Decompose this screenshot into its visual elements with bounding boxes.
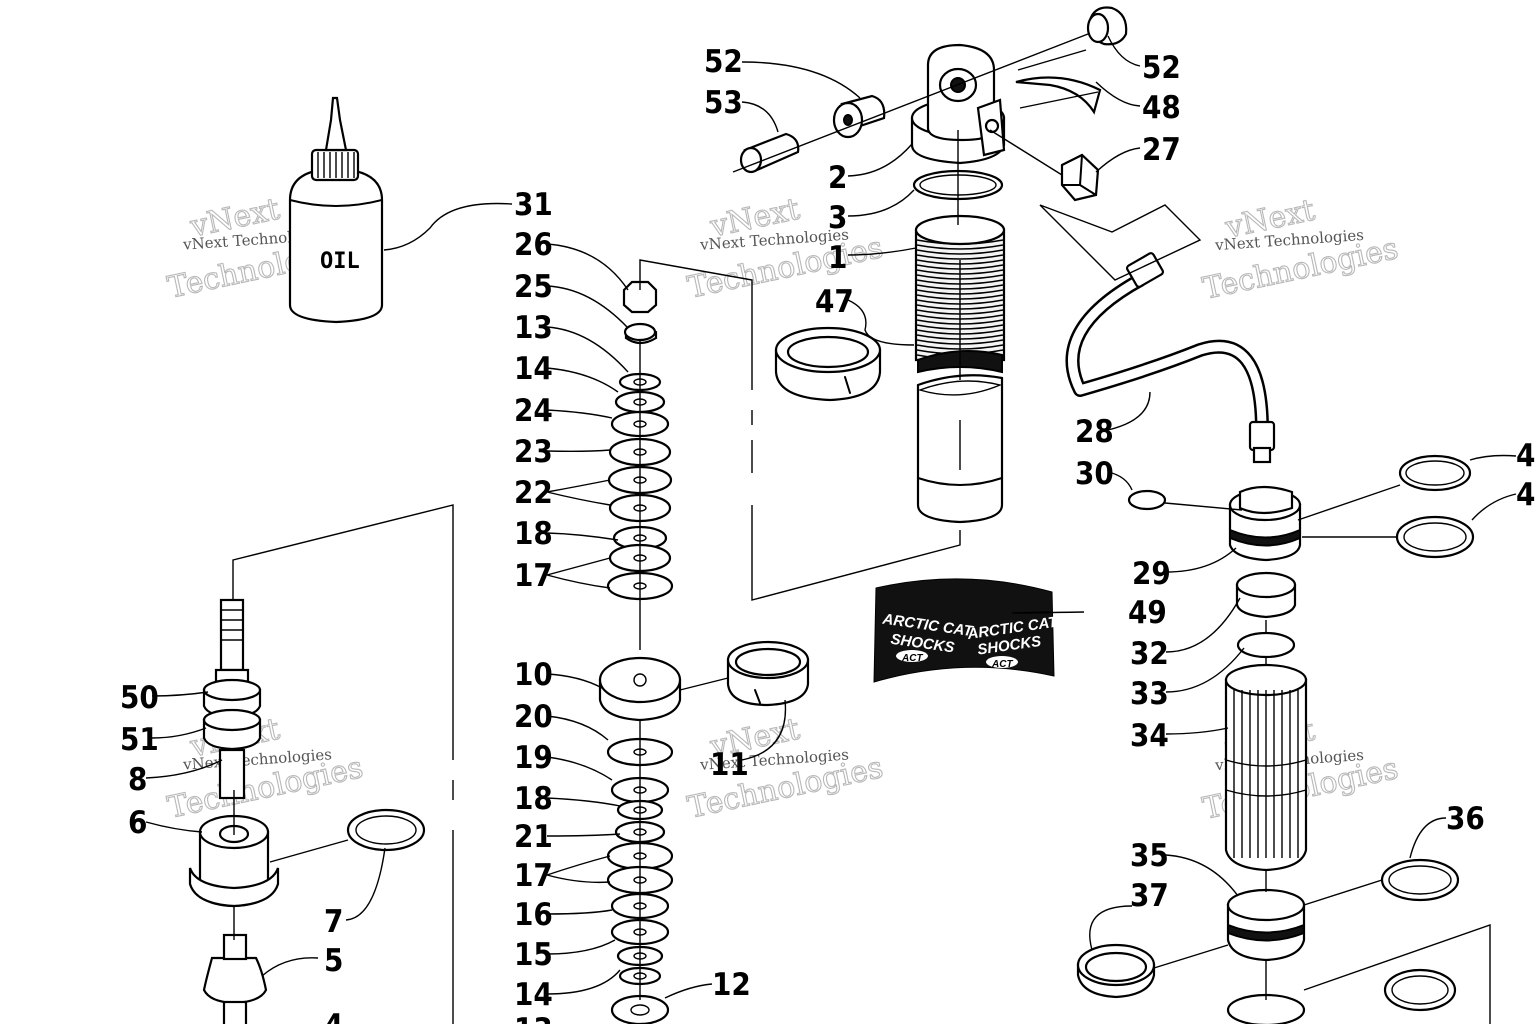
callout-4: 4 xyxy=(324,1008,343,1024)
reservoir-cap-29 xyxy=(1228,485,1302,562)
bushing-52-left xyxy=(832,94,886,139)
spring-collar-47 xyxy=(774,326,882,402)
callout-21: 21 xyxy=(514,819,553,855)
callout-12: 12 xyxy=(712,967,751,1003)
callout-1: 1 xyxy=(828,240,847,276)
svg-text:ACT: ACT xyxy=(901,653,923,664)
callout-47: 47 xyxy=(815,284,854,320)
assembly-lines xyxy=(232,33,1491,1024)
bumper-5 xyxy=(202,933,268,1024)
callout-37: 37 xyxy=(1130,878,1169,914)
o-ring-7 xyxy=(346,808,426,852)
callout-20: 20 xyxy=(514,699,553,735)
callout-13: 13 xyxy=(514,310,553,346)
o-ring-33 xyxy=(1236,631,1296,659)
callout-15: 15 xyxy=(514,937,553,973)
callout-51: 51 xyxy=(120,722,159,758)
callout-48: 48 xyxy=(1142,90,1181,126)
callout-19: 19 xyxy=(514,740,553,776)
callout-23: 23 xyxy=(514,434,553,470)
callout-24: 24 xyxy=(514,393,553,429)
callout-41: 41 xyxy=(1516,477,1536,513)
shock-top-eye xyxy=(910,43,1006,165)
ring-37 xyxy=(1076,943,1156,999)
callout-52a: 52 xyxy=(704,44,743,80)
reservoir-body-34 xyxy=(1224,663,1308,872)
callout-22: 22 xyxy=(514,475,553,511)
callout-36: 36 xyxy=(1446,801,1485,837)
callout-14a: 14 xyxy=(514,351,553,387)
watermark-bottom-left: vNext Technologies vNext Technologies xyxy=(164,711,367,826)
callout-53: 53 xyxy=(704,85,743,121)
o-ring-lower-right xyxy=(1383,968,1457,1012)
callout-13b: 13 xyxy=(514,1012,553,1024)
callout-14b: 14 xyxy=(514,977,553,1013)
callout-5: 5 xyxy=(324,943,343,979)
bushing-52-right xyxy=(1086,6,1128,46)
svg-text:ACT: ACT xyxy=(991,659,1013,670)
callout-8: 8 xyxy=(128,762,147,798)
leader-lines xyxy=(145,35,1517,999)
callout-18a: 18 xyxy=(514,516,553,552)
decal-49: ARCTIC CAT SHOCKS ARCTIC CAT SHOCKS ACT … xyxy=(873,578,1060,683)
callout-50: 50 xyxy=(120,680,159,716)
callout-31: 31 xyxy=(514,187,553,223)
callout-18b: 18 xyxy=(514,781,553,817)
o-ring-36 xyxy=(1380,858,1460,902)
o-ring-41 xyxy=(1395,515,1475,559)
callout-28: 28 xyxy=(1075,414,1114,450)
callout-25: 25 xyxy=(514,269,553,305)
sleeve-53 xyxy=(739,132,800,174)
oil-bottle: OIL xyxy=(288,96,384,324)
callout-27: 27 xyxy=(1142,132,1181,168)
oil-bottle-label: OIL xyxy=(320,249,360,274)
fitting-27 xyxy=(1060,153,1100,202)
callout-33: 33 xyxy=(1130,676,1169,712)
callout-29: 29 xyxy=(1132,556,1171,592)
callout-6: 6 xyxy=(128,805,147,841)
shock-shaft xyxy=(202,598,262,800)
callout-46: 46 xyxy=(1516,438,1536,474)
o-ring-30 xyxy=(1127,489,1167,511)
callout-35: 35 xyxy=(1130,838,1169,874)
callout-52b: 52 xyxy=(1142,50,1181,86)
watermark-top-right: vNext Technologies vNext Technologies xyxy=(1199,192,1402,307)
watermark-top-center: vNext Technologies vNext Technologies xyxy=(684,191,887,306)
callout-10: 10 xyxy=(514,657,553,693)
reservoir-endcap-35 xyxy=(1226,888,1306,962)
callout-2: 2 xyxy=(828,160,847,196)
callout-11: 11 xyxy=(710,747,749,783)
callout-26: 26 xyxy=(514,227,553,263)
o-ring-46 xyxy=(1398,454,1472,492)
callout-16: 16 xyxy=(514,897,553,933)
callout-17b: 17 xyxy=(514,858,553,894)
callout-30: 30 xyxy=(1075,456,1114,492)
spring-clip-48 xyxy=(1015,76,1102,115)
callout-34: 34 xyxy=(1130,718,1169,754)
callout-17a: 17 xyxy=(514,558,553,594)
callout-3: 3 xyxy=(828,200,847,236)
callout-numbers: 52 53 52 48 27 2 3 1 47 31 26 25 13 14 2… xyxy=(120,44,1536,1024)
callout-32: 32 xyxy=(1130,636,1169,672)
callout-7: 7 xyxy=(324,904,343,940)
piston-band-11 xyxy=(726,640,810,707)
callout-49: 49 xyxy=(1128,595,1167,631)
reservoir-piston-32 xyxy=(1235,571,1297,619)
